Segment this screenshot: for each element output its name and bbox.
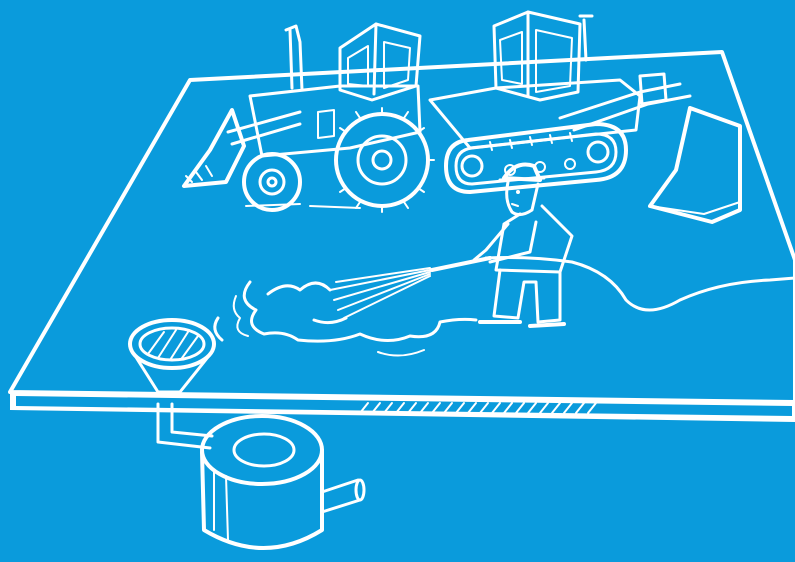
drain-funnel: [134, 352, 212, 392]
wash-pad-platform: [10, 52, 795, 422]
tracked-bulldozer: [430, 12, 740, 222]
collection-tank: [202, 416, 364, 548]
washer-hose: [486, 258, 795, 311]
runoff-water: [215, 282, 476, 356]
wheel-loader: [184, 24, 434, 212]
floor-drain-grate: [130, 320, 214, 368]
spray-wand: [432, 258, 490, 270]
water-spray: [330, 268, 430, 318]
